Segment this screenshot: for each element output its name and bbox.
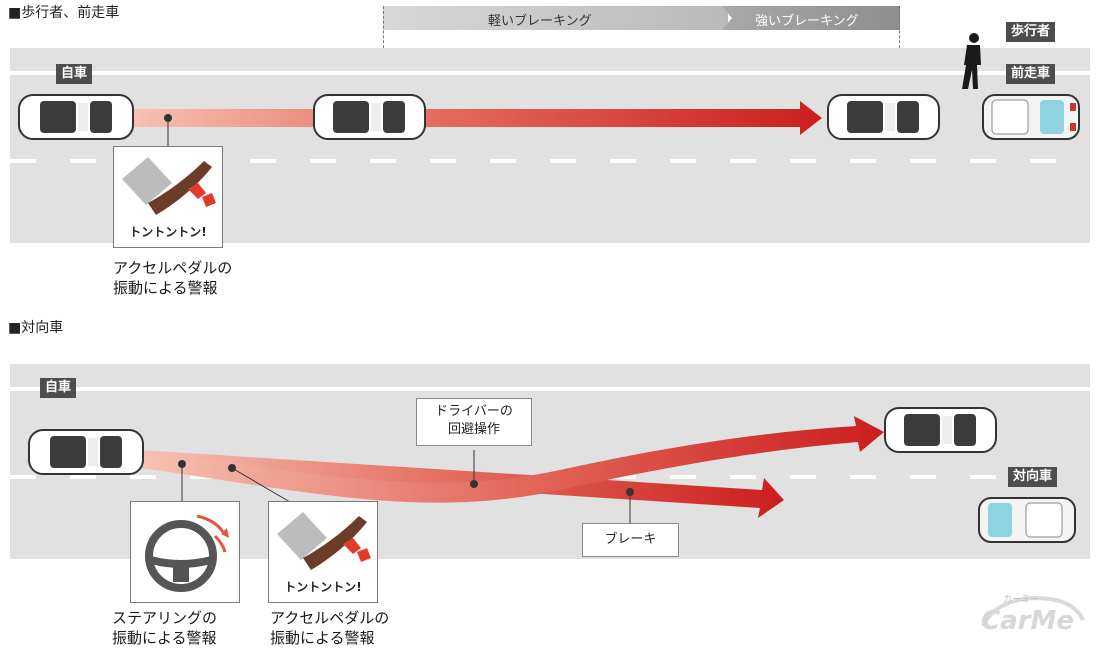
avoidance-callout-line2: 回避操作 [447,422,500,437]
pedal-vibration-icon [122,157,216,215]
self-car-tag: 自車 [56,64,93,84]
pedestrian-icon [962,33,981,89]
steering-warning-box [130,501,240,603]
self-car-icon-2 [28,429,144,475]
steering-wheel-icon [145,514,229,592]
front-car-icon [982,94,1080,140]
oncoming-car-tag: 対向車 [1008,467,1058,487]
oncoming-car-icon [978,497,1076,543]
section-title-pedestrian-front-car: ■歩行者、前走車 [8,5,120,21]
steering-warning-label-line1: ステアリングの [112,609,218,627]
pedal-sound-text: トントントン! [129,225,207,239]
pedal-warning-label-line2: 振動による警報 [113,279,218,297]
pedal-vibration-icon [277,512,371,570]
carme-watermark-logo: カーミー CarMe [975,590,1090,640]
road-edge-line [10,387,1090,391]
road-edge-line [10,71,1090,75]
strong-braking-label: 強いブレーキング [755,14,859,29]
light-braking-bar [383,6,728,30]
steering-warning-label-line2: 振動による警報 [112,629,217,647]
section-title-oncoming-car: ■対向車 [8,320,64,336]
watermark-logo-text: CarMe [981,606,1074,636]
self-car-icon [18,94,134,140]
accelerator-pedal-warning-box-2: トントントン! [268,501,378,603]
pedal-sound-text-2: トントントン! [284,580,362,594]
trajectory-arrow-1 [130,101,822,148]
self-car-avoid-icon [884,407,997,453]
strong-braking-bar [722,6,900,30]
pedestrian-tag: 歩行者 [1006,22,1056,42]
watermark-sub-text: カーミー [1003,595,1040,605]
pedal-warning-label-2-line2: 振動による警報 [270,629,375,647]
avoidance-callout-line1: ドライバーの [435,404,513,419]
lane-dashed-line [10,159,1090,163]
pedal-warning-label-2-line1: アクセルペダルの [270,609,390,627]
avoidance-callout: ドライバーの 回避操作 [416,398,532,446]
self-car-light-brake-icon [313,94,426,140]
pedal-warning-label-line1: アクセルペダルの [113,259,233,277]
accelerator-pedal-warning-box: トントントン! [113,146,223,248]
self-car-strong-brake-icon [827,94,940,140]
brake-callout: ブレーキ [582,523,679,557]
front-car-tag: 前走車 [1006,64,1056,84]
car-outline-icon [981,595,1085,627]
self-car-tag-2: 自車 [40,378,77,398]
light-braking-label: 軽いブレーキング [488,14,592,29]
